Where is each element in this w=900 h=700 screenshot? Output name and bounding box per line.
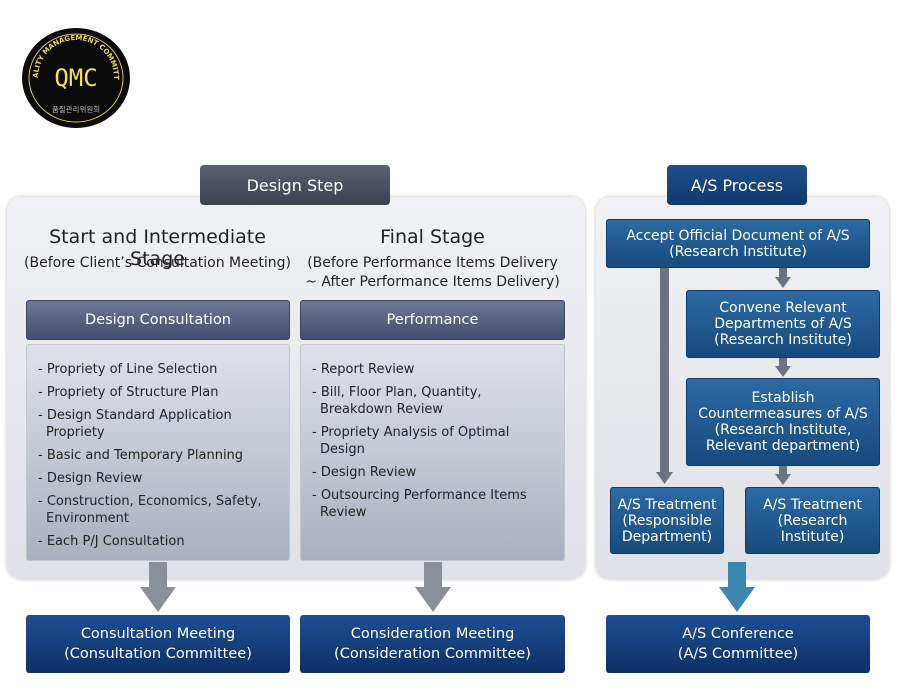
list-item: - Basic and Temporary Planning xyxy=(38,448,244,463)
list-item: - Design Review xyxy=(312,465,417,480)
final-stage-subtitle-line2: ~ After Performance Items Delivery) xyxy=(305,274,560,290)
list-item: - Each P/J Consultation xyxy=(38,534,185,549)
design-step-tab: Design Step xyxy=(200,165,390,205)
consultation-meeting-line2: (Consultation Committee) xyxy=(64,646,252,662)
list-item: - Report Review xyxy=(312,362,415,377)
as-treatment-research-box: A/S Treatment (Research Institute) xyxy=(745,487,880,554)
list-item: - Construction, Economics, Safety, Envir… xyxy=(38,494,262,526)
list-item: - Bill, Floor Plan, Quantity, Breakdown … xyxy=(312,385,482,417)
list-item: - Propriety of Structure Plan xyxy=(38,385,219,400)
list-item: - Outsourcing Performance Items Review xyxy=(312,488,527,520)
design-consultation-list: - Propriety of Line Selection - Propriet… xyxy=(26,344,290,561)
final-stage-title: Final Stage xyxy=(380,226,485,248)
as-conference-box: A/S Conference (A/S Committee) xyxy=(606,615,870,673)
final-stage-subtitle: (Before Performance Items Delivery ~ Aft… xyxy=(300,254,565,292)
consideration-meeting-line1: Consideration Meeting xyxy=(350,626,515,642)
consultation-meeting-line1: Consultation Meeting xyxy=(80,626,236,642)
logo-korean-text: 품질관리위원회 xyxy=(52,104,100,114)
start-stage-subtitle: (Before Client’s Consultation Meeting) xyxy=(24,255,291,271)
list-item: - Design Review xyxy=(38,471,143,486)
design-down-arrows xyxy=(140,562,451,612)
start-stage-title: Start and Intermediate Stage xyxy=(49,226,266,270)
list-item: - Propriety Analysis of Optimal Design xyxy=(312,425,510,457)
as-conference-line1: A/S Conference xyxy=(682,626,794,642)
as-flow-arrows xyxy=(656,268,791,485)
as-convene-box: Convene Relevant Departments of A/S (Res… xyxy=(686,290,880,358)
performance-list: - Report Review - Bill, Floor Plan, Quan… xyxy=(300,344,565,561)
consultation-meeting-box: Consultation Meeting (Consultation Commi… xyxy=(26,615,290,673)
as-accept-box: Accept Official Document of A/S (Researc… xyxy=(606,219,870,268)
as-establish-box: Establish Countermeasures of A/S (Resear… xyxy=(686,378,880,466)
consideration-meeting-box: Consideration Meeting (Consideration Com… xyxy=(300,615,565,673)
list-item: - Propriety of Line Selection xyxy=(38,362,218,377)
qmc-logo: QUALITY MANAGEMENT COMMITTEE QMC 품질관리위원회 xyxy=(17,20,132,130)
as-down-arrow xyxy=(719,562,755,612)
design-consultation-bar: Design Consultation xyxy=(26,300,290,340)
as-treatment-responsible-box: A/S Treatment (Responsible Department) xyxy=(610,487,724,554)
performance-bar: Performance xyxy=(300,300,565,340)
consideration-meeting-line2: (Consideration Committee) xyxy=(334,646,531,662)
as-conference-line2: (A/S Committee) xyxy=(677,646,799,662)
as-process-tab: A/S Process xyxy=(667,165,807,205)
logo-text: QMC xyxy=(54,64,97,92)
list-item: - Design Standard Application Propriety xyxy=(38,408,232,440)
final-stage-subtitle-line1: (Before Performance Items Delivery xyxy=(307,255,558,271)
